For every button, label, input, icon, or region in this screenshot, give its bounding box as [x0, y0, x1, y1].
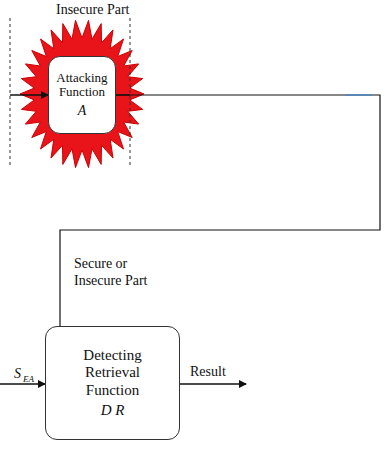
signal-input-arrow [0, 383, 45, 384]
result-arrow [180, 383, 246, 384]
signal-name: S [14, 366, 21, 383]
function-symbol: A [78, 103, 87, 119]
boundary-dashed-line [10, 18, 11, 168]
highlight-segment [345, 94, 372, 95]
retrieval-function-box: Detecting Retrieval Function D R [45, 326, 180, 440]
output-label: Result [190, 364, 226, 381]
signal-subscript: EA [23, 374, 34, 385]
region-label: Secure or Insecure Part [74, 256, 154, 290]
boundary-dashed-line [130, 18, 131, 168]
function-name: Detecting Retrieval Function [70, 347, 155, 399]
function-name: Attacking Function [55, 71, 109, 101]
input-arrow [10, 94, 48, 95]
region-label: Insecure Part [56, 2, 129, 19]
function-symbol: D R [101, 402, 125, 419]
attack-starburst [20, 20, 144, 167]
attack-function-box: Attacking FunctionA [48, 56, 116, 134]
